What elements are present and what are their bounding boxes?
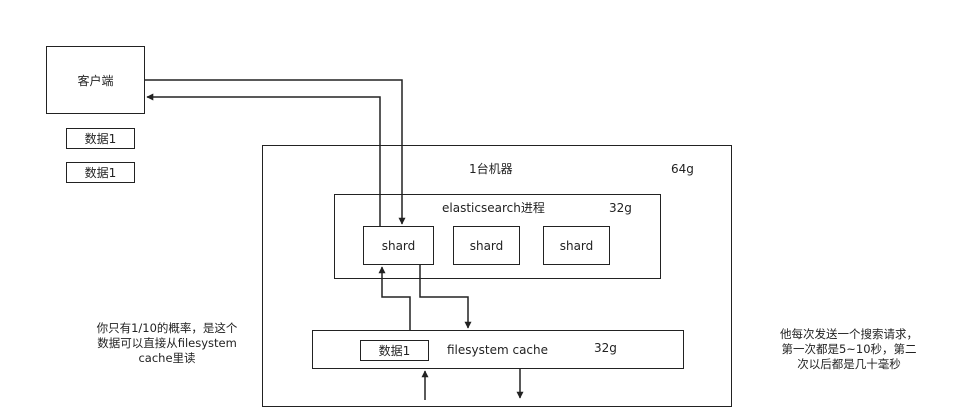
arrow-shard-to-client: [146, 93, 381, 226]
shard-label: shard: [381, 238, 416, 253]
arrow-cache-to-shard: [378, 266, 411, 330]
right-note-line: 第一次都是5~10秒，第二: [781, 342, 917, 356]
fs-cache-data-item-label: 数据1: [378, 344, 411, 358]
client-data-item-label: 数据1: [84, 166, 117, 180]
left-note-line: 数据可以直接从filesystem: [97, 336, 237, 350]
right-note-line: 他每次发送一个搜索请求，: [780, 327, 918, 341]
arrow-client-to-shard: [145, 79, 406, 225]
fs-cache-data-item: 数据1: [360, 340, 429, 361]
machine-memory: 64g: [671, 162, 694, 176]
left-note: 你只有1/10的概率，是这个 数据可以直接从filesystem cache里读: [74, 321, 260, 366]
client-data-item-label: 数据1: [84, 132, 117, 146]
fs-cache-title: filesystem cache: [447, 343, 549, 357]
right-note-line: 次以后都是几十毫秒: [797, 357, 901, 371]
left-note-line: 你只有1/10的概率，是这个: [96, 321, 238, 335]
es-process-memory: 32g: [609, 201, 632, 215]
shard-label: shard: [469, 238, 504, 253]
shard-box: shard: [543, 226, 610, 265]
client-data-item: 数据1: [66, 128, 135, 149]
machine-title: 1台机器: [469, 162, 513, 176]
arrow-shard-to-cache: [419, 265, 472, 329]
shard-box: shard: [453, 226, 520, 265]
shard-label: shard: [559, 238, 594, 253]
right-note: 他每次发送一个搜索请求， 第一次都是5~10秒，第二 次以后都是几十毫秒: [756, 327, 942, 372]
client-label: 客户端: [77, 73, 114, 88]
left-note-line: cache里读: [138, 351, 196, 365]
es-process-title: elasticsearch进程: [442, 201, 545, 215]
fs-cache-memory: 32g: [594, 341, 617, 355]
client-data-item: 数据1: [66, 162, 135, 183]
client-box: 客户端: [46, 46, 145, 114]
shard-box: shard: [363, 226, 434, 265]
